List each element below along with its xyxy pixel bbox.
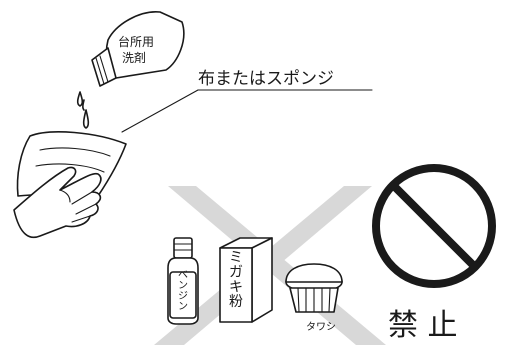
cloth-sponge-label: 布またはスポンジ xyxy=(198,69,334,89)
benzine-label: ベンジン xyxy=(178,269,188,313)
prohibited-label: 禁 止 xyxy=(388,308,458,343)
scouring-powder-label: ミガキ粉 xyxy=(229,250,243,310)
detergent-label-line2: 洗剤 xyxy=(122,50,146,65)
hand-holding-cloth-icon xyxy=(13,131,127,239)
prohibition-sign-icon xyxy=(372,164,496,288)
detergent-bottle-icon: 台所用 洗剤 xyxy=(91,11,185,87)
scrub-brush-icon: タワシ xyxy=(285,263,343,333)
detergent-label-line1: 台所用 xyxy=(118,34,154,49)
benzine-bottle-icon: ベンジン xyxy=(167,237,199,325)
cloth-callout: 布またはスポンジ xyxy=(121,69,373,133)
scouring-powder-box-icon: ミガキ粉 xyxy=(219,237,273,323)
drops-icon xyxy=(76,91,90,129)
scrub-brush-label: タワシ xyxy=(306,321,336,333)
